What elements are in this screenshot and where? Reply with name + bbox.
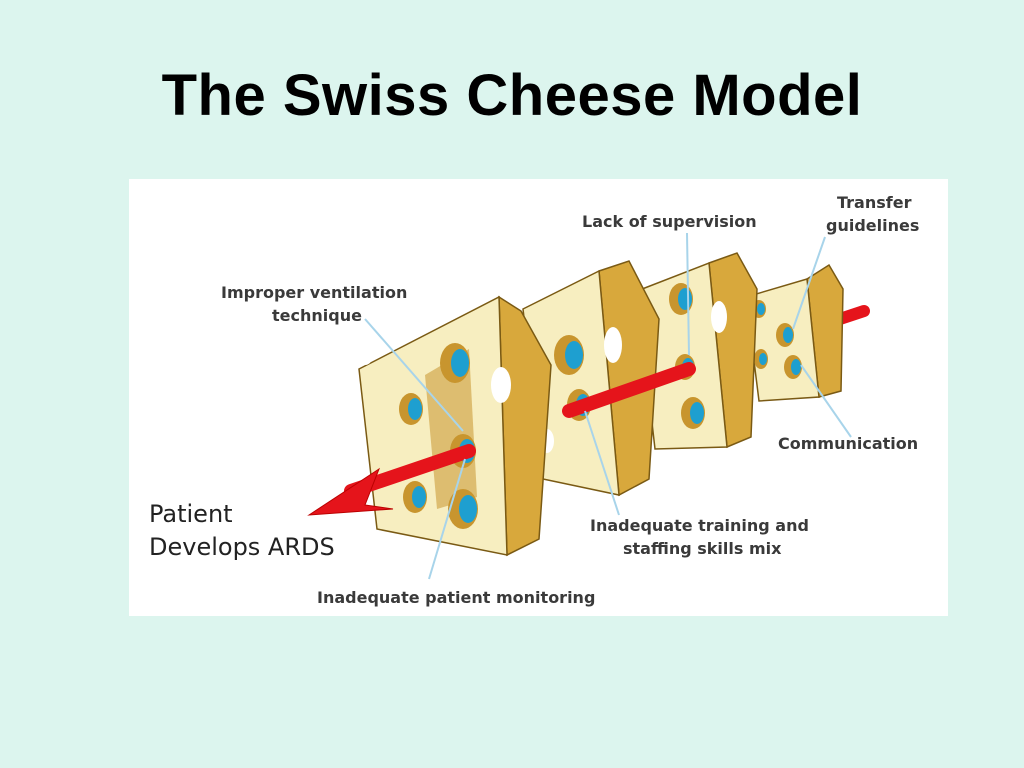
cheese-slice-4 [745,263,844,402]
arrow-shaft-mid [562,362,696,418]
leader-lines [364,232,852,580]
diagram-canvas: Improper ventilation technique Lack of s… [149,193,919,607]
outcome-line1: Patient [149,500,233,528]
slide-title: The Swiss Cheese Model [161,63,863,128]
swiss-cheese-diagram: Improper ventilation technique Lack of s… [129,179,948,616]
cheese-slice-1 [357,295,552,557]
label-transfer-guidelines-line1: Transfer [837,193,912,212]
label-communication: Communication [778,434,918,453]
label-inadequate-patient-monitoring: Inadequate patient monitoring [317,588,595,607]
outcome-line2: Develops ARDS [149,533,335,561]
label-inadequate-training-line1: Inadequate training and [590,516,809,535]
label-improper-ventilation-line2: technique [272,306,362,325]
label-lack-of-supervision: Lack of supervision [582,212,757,231]
label-improper-ventilation-line1: Improper ventilation [221,283,407,302]
label-transfer-guidelines-line2: guidelines [826,216,919,235]
causation-arrow [307,444,476,516]
label-inadequate-training-line2: staffing skills mix [623,539,782,558]
